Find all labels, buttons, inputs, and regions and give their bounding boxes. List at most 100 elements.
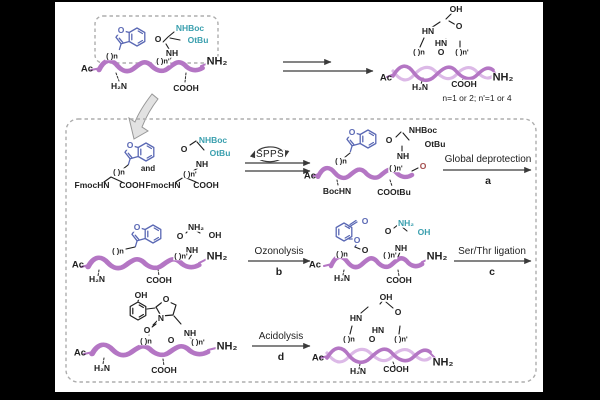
spps-label: SPPS bbox=[255, 149, 285, 160]
furan-O-label: O bbox=[116, 24, 126, 35]
aldehyde-O-label: O bbox=[360, 215, 370, 226]
carbonyl-O-label: O bbox=[384, 134, 394, 145]
serine-amine-label: NH₂ bbox=[396, 217, 416, 228]
fmochn-label: FmocHN bbox=[74, 179, 110, 190]
side-chain-bonds bbox=[358, 361, 396, 370]
step-a-letter: a bbox=[485, 174, 491, 187]
lysine-amine-label: H₂N bbox=[93, 362, 111, 373]
n-repeat-label: ( )n bbox=[335, 249, 349, 259]
peptide-backbone-wave bbox=[92, 345, 208, 355]
terminal-amine-label: NH₂ bbox=[205, 55, 229, 68]
n-repeat-label: ( )n bbox=[112, 167, 126, 177]
fmochn-label: FmocHN bbox=[145, 179, 181, 190]
cooh-label: COOH bbox=[450, 78, 478, 89]
lysine-amine-label: H₂N bbox=[88, 273, 106, 284]
lysine-amine-label: H₂N bbox=[333, 272, 351, 283]
carbonyl-O-label: O bbox=[367, 333, 377, 344]
n-prime-repeat-label: ( )n' bbox=[393, 334, 409, 344]
carbonyl-O-label: O bbox=[393, 306, 403, 317]
furan-O-label: O bbox=[347, 126, 357, 137]
ac-label: Ac bbox=[73, 347, 87, 359]
carbonyl-O-label: O bbox=[436, 46, 446, 57]
side-chain-bonds bbox=[102, 357, 165, 367]
n-repeat-label: ( )n bbox=[111, 246, 125, 256]
carbonyl-O-label: O bbox=[454, 20, 464, 31]
furan-O-label: O bbox=[132, 221, 142, 232]
n-prime-repeat-label: ( )n' bbox=[388, 163, 404, 173]
amide-HN-label: HN bbox=[420, 25, 436, 36]
aldehyde-peptide-graphics bbox=[323, 219, 430, 277]
repeat-units-caption: n=1 or 2; n'=1 or 4 bbox=[442, 92, 512, 103]
serine-amino-acid-graphics bbox=[175, 140, 205, 183]
side-chain-bonds bbox=[115, 72, 187, 83]
n-repeat-label: ( )n bbox=[342, 334, 356, 344]
step-b-label: Ozonolysis bbox=[254, 246, 304, 257]
cooh-label: COOH bbox=[386, 274, 412, 285]
side-chain-bonds bbox=[342, 269, 400, 277]
bonds bbox=[148, 315, 193, 340]
otbu-label: OtBu bbox=[187, 34, 209, 45]
salicylaldehyde-ring bbox=[335, 222, 353, 242]
otbu-label: OtBu bbox=[424, 138, 446, 149]
ester-O-label: O bbox=[352, 234, 362, 245]
nhboc-label: NHBoc bbox=[198, 134, 228, 145]
acyl-O-label: O bbox=[142, 324, 152, 335]
amide-NH-label: NH bbox=[395, 150, 411, 161]
resin-O-label: O bbox=[418, 160, 428, 171]
amide-NH-label: NH bbox=[164, 47, 180, 58]
serine-OH-label: OH bbox=[448, 3, 464, 14]
terminal-amine-label: NH₂ bbox=[215, 340, 239, 353]
n-prime-repeat-label: ( )n' bbox=[190, 337, 206, 347]
serine-OH-label: OH bbox=[378, 291, 394, 302]
nhboc-label: NHBoc bbox=[175, 22, 205, 33]
backbone-end-bonds bbox=[83, 347, 217, 355]
step-b-letter: b bbox=[275, 265, 283, 278]
ac-label: Ac bbox=[80, 63, 94, 75]
zoom-in-block-arrow-icon bbox=[128, 93, 159, 140]
n-repeat-label: ( )n bbox=[412, 47, 426, 57]
peptide-backbone-wave bbox=[331, 257, 422, 267]
amide-NH-label: NH bbox=[184, 244, 200, 255]
phenol-OH-label: OH bbox=[133, 289, 149, 300]
carbonyl-O-label: O bbox=[383, 225, 393, 236]
amide-NH-label: NH bbox=[194, 158, 210, 169]
aldehyde-ester-bonds bbox=[348, 219, 358, 248]
step-c-letter: c bbox=[489, 265, 495, 278]
n-repeat-label: ( )n bbox=[105, 51, 119, 61]
step-c-label: Ser/Thr ligation bbox=[458, 246, 526, 257]
n-prime-repeat-label: ( )n' bbox=[173, 251, 189, 261]
oxazolidine-O-label: O bbox=[161, 293, 171, 304]
n-prime-repeat-label: ( )n' bbox=[155, 56, 171, 66]
ac-label: Ac bbox=[308, 259, 322, 271]
ac-label: Ac bbox=[71, 259, 85, 271]
backbone-end-bonds bbox=[312, 173, 320, 177]
macrocycle-bonds bbox=[419, 12, 461, 48]
phenol-ring bbox=[129, 301, 147, 321]
n-prime-repeat-label: ( )n' bbox=[454, 47, 470, 57]
bochn-label: BocHN bbox=[322, 185, 352, 196]
cootbu-label: COOtBu bbox=[377, 186, 411, 197]
amino-acid-bonds bbox=[175, 140, 205, 183]
cooh-label: COOH bbox=[383, 363, 409, 374]
cooh-label: COOH bbox=[173, 82, 199, 93]
cooh-label: COOH bbox=[193, 179, 219, 190]
amide-HN-label: HN bbox=[348, 312, 364, 323]
step-d-letter: d bbox=[277, 350, 285, 363]
n-repeat-label: ( )n bbox=[139, 336, 153, 346]
cooh-label: COOH bbox=[146, 274, 172, 285]
step-d-label: Acidolysis bbox=[258, 331, 304, 342]
lysine-amine-label: H₂N bbox=[349, 365, 367, 376]
lysine-amine-label: H₂N bbox=[411, 81, 429, 92]
side-chain-bonds bbox=[97, 268, 160, 277]
furan-O-label: O bbox=[125, 139, 135, 150]
terminal-amine-label: NH₂ bbox=[491, 71, 515, 84]
peptide-backbone-double-wave bbox=[325, 346, 432, 365]
carbonyl-O-label: O bbox=[179, 143, 189, 154]
terminal-amine-label: NH₂ bbox=[425, 250, 449, 263]
amide-NH-label: NH bbox=[393, 242, 409, 253]
n-prime-repeat-label: ( )n' bbox=[182, 169, 198, 179]
carbonyl-O-label: O bbox=[153, 33, 163, 44]
serine-bonds bbox=[162, 31, 181, 62]
serine-OH-label: OH bbox=[207, 229, 223, 240]
